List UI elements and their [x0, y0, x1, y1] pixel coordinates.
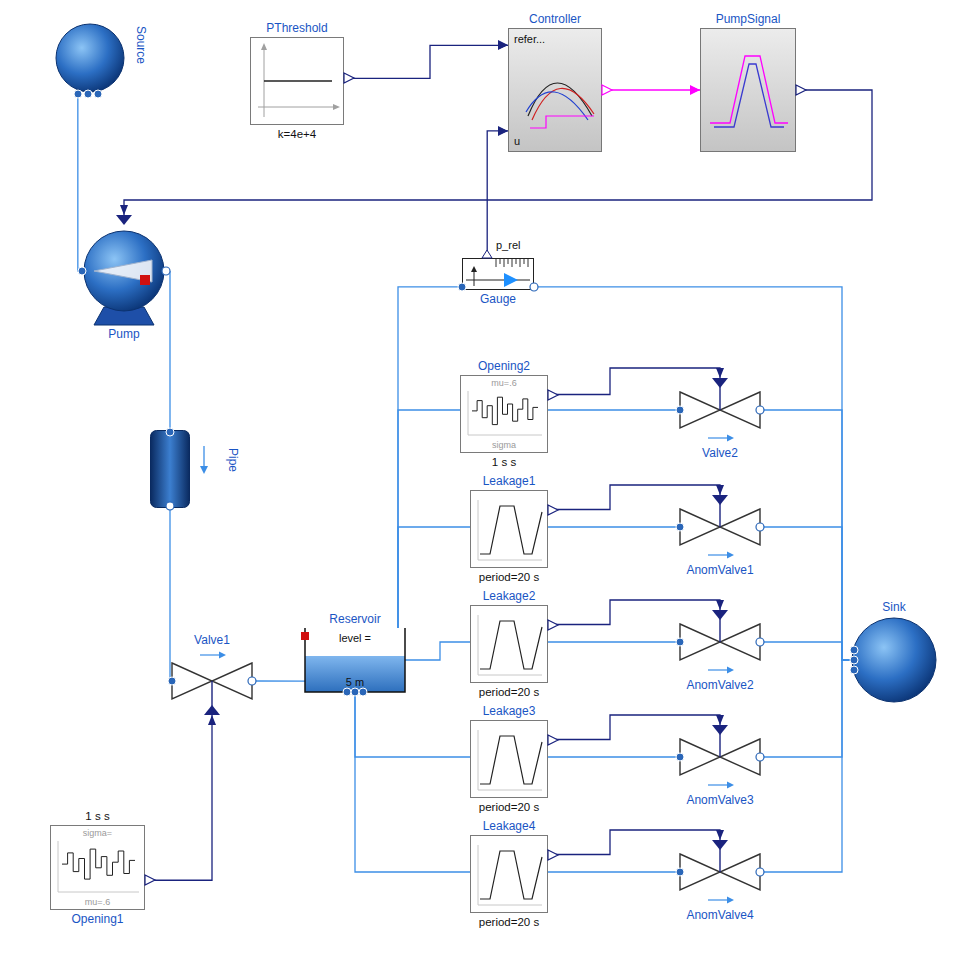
fluid-connection: [534, 287, 850, 660]
constant-block-icon: [250, 37, 344, 125]
component-name: Leakage2: [483, 589, 536, 603]
source-boundary: Source: [52, 22, 128, 98]
component-name: AnomValve3: [686, 793, 753, 807]
signal-connection: [548, 715, 720, 740]
noise-source-block: 1 s ssigma=mu=.6Opening1: [50, 825, 145, 910]
control-signal-connection: [602, 89, 700, 90]
trapezoid-source-block: Leakage3period=20 s: [470, 720, 548, 798]
valve-symbol: Valve1: [170, 649, 254, 715]
trapezoid-source-block-icon: [470, 605, 548, 683]
valve-symbol: AnomValve4: [678, 840, 762, 906]
icon-text: sigma: [492, 440, 516, 450]
fluid-connection: [762, 527, 850, 660]
icon-text: refer...: [514, 32, 545, 46]
icon-text: 5 m: [346, 675, 364, 689]
component-name: Pipe: [226, 448, 240, 472]
parameter-label: period=20 s: [479, 570, 539, 584]
trapezoid-source-block-icon: [470, 835, 548, 913]
valve-symbol: Valve2: [678, 378, 762, 444]
signal-connection: [548, 485, 720, 510]
valve-symbol-icon: [678, 378, 762, 444]
valve-symbol-icon: [678, 725, 762, 791]
signal-connection: [487, 131, 508, 258]
pipe-symbol: Pipe: [150, 430, 190, 508]
controller-block-icon: [508, 28, 602, 152]
icon-text: p_rel: [496, 238, 520, 252]
fluid-connection: [77, 98, 78, 271]
icon-text: sigma=: [83, 828, 112, 838]
pump-symbol-icon: [78, 215, 170, 325]
icon-text: mu=.6: [85, 897, 110, 907]
component-name: AnomValve2: [686, 678, 753, 692]
component-name: Gauge: [480, 292, 516, 306]
component-name: Pump: [108, 327, 139, 341]
component-name: Opening2: [478, 359, 530, 373]
trapezoid-source-block: Leakage2period=20 s: [470, 605, 548, 683]
valve-symbol-icon: [170, 649, 254, 715]
parameter-label: 1 s s: [492, 455, 516, 469]
component-name: Valve2: [702, 446, 738, 460]
component-name: Leakage4: [483, 819, 536, 833]
valve-symbol-icon: [678, 840, 762, 906]
pump-symbol: Pump: [78, 215, 170, 325]
flow-direction-arrow: [200, 446, 208, 474]
component-name: AnomValve4: [686, 908, 753, 922]
trapezoid-source-block: Leakage1period=20 s: [470, 490, 548, 568]
parameter-label: 1 s s: [85, 809, 109, 823]
fluid-connection: [169, 271, 170, 430]
component-name: Opening1: [71, 912, 123, 926]
controller-block: Controllerrefer...u: [508, 28, 602, 152]
icon-text: mu=.6: [491, 378, 516, 388]
signal-connection: [344, 45, 508, 78]
fluid-connection: [762, 410, 850, 660]
component-name: AnomValve1: [686, 563, 753, 577]
signal-connection: [548, 600, 720, 625]
valve-symbol: AnomValve1: [678, 495, 762, 561]
parameter-label: k=4e+4: [278, 127, 316, 141]
reservoir-tank: Reservoirlevel =5 m: [305, 628, 405, 692]
parameter-label: period=20 s: [479, 800, 539, 814]
rate-limiter-block-icon: [700, 28, 796, 152]
parameter-label: period=20 s: [479, 685, 539, 699]
valve-symbol: AnomValve2: [678, 610, 762, 676]
constant-block: PThresholdk=4e+4: [250, 37, 344, 125]
fluid-connection: [254, 680, 305, 681]
component-name: Reservoir: [329, 612, 380, 626]
parameter-label: period=20 s: [479, 915, 539, 929]
trapezoid-source-block-icon: [470, 720, 548, 798]
source-boundary-icon: [52, 22, 128, 98]
icon-text: level =: [339, 631, 371, 645]
rate-limiter-block: PumpSignal: [700, 28, 796, 152]
sink-boundary-icon: [850, 616, 938, 704]
component-name: PThreshold: [266, 21, 327, 35]
fluid-connection: [762, 660, 850, 757]
pressure-gauge-icon: [462, 258, 534, 290]
component-name: Source: [134, 26, 148, 64]
signal-connection: [548, 368, 720, 395]
component-name: Leakage1: [483, 474, 536, 488]
trapezoid-source-block: Leakage4period=20 s: [470, 835, 548, 913]
fluid-connection: [762, 642, 850, 660]
noise-source-block: Opening2mu=.6sigma1 s s: [460, 375, 548, 453]
component-name: Valve1: [194, 633, 230, 647]
valve-symbol: AnomValve3: [678, 725, 762, 791]
signal-connection: [548, 830, 720, 855]
trapezoid-source-block-icon: [470, 490, 548, 568]
sink-boundary: Sink: [850, 616, 938, 704]
signal-connection: [145, 715, 212, 880]
component-name: Sink: [882, 600, 905, 614]
component-name: Controller: [529, 12, 581, 26]
component-name: PumpSignal: [716, 12, 781, 26]
component-name: Leakage3: [483, 704, 536, 718]
fluid-connection: [762, 660, 850, 872]
icon-text: u: [514, 134, 520, 148]
fluid-connection: [398, 287, 462, 628]
pressure-gauge: p_relGauge: [462, 258, 534, 290]
valve-symbol-icon: [678, 495, 762, 561]
pipe-symbol-icon: [150, 430, 190, 508]
valve-symbol-icon: [678, 610, 762, 676]
fluid-connection: [169, 508, 170, 681]
